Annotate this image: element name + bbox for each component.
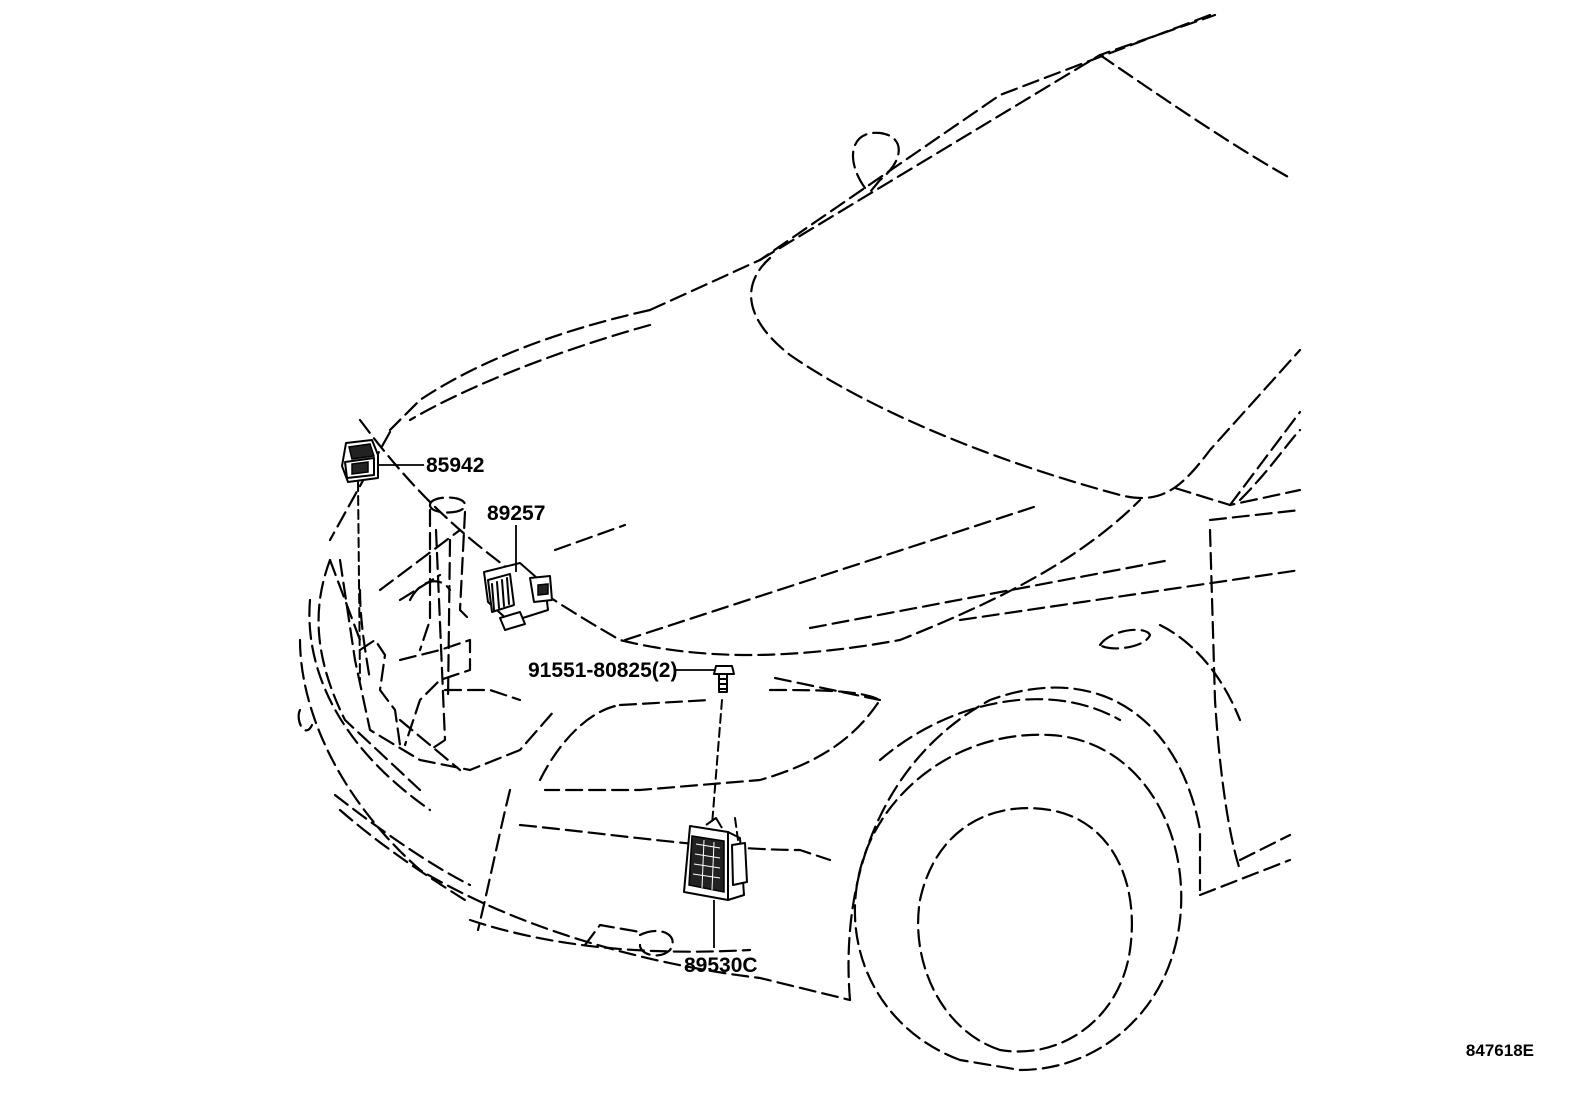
part-number-89530c: 89530C bbox=[684, 954, 758, 977]
bolt-91551-part bbox=[713, 665, 735, 693]
install-line-91551 bbox=[711, 699, 723, 826]
diagram-reference: 847618E bbox=[1466, 1041, 1534, 1060]
relay-85942-part bbox=[341, 439, 379, 483]
sensor-89530c-part bbox=[683, 817, 748, 901]
sensor-bracket-line bbox=[734, 817, 739, 841]
car-outline bbox=[297, 13, 1302, 1072]
install-line-85942 bbox=[357, 481, 361, 681]
part-number-91551: 91551-80825(2) bbox=[528, 659, 677, 682]
module-89257-part bbox=[483, 562, 553, 631]
part-number-89257: 89257 bbox=[487, 502, 545, 525]
part-number-85942: 85942 bbox=[426, 454, 484, 477]
